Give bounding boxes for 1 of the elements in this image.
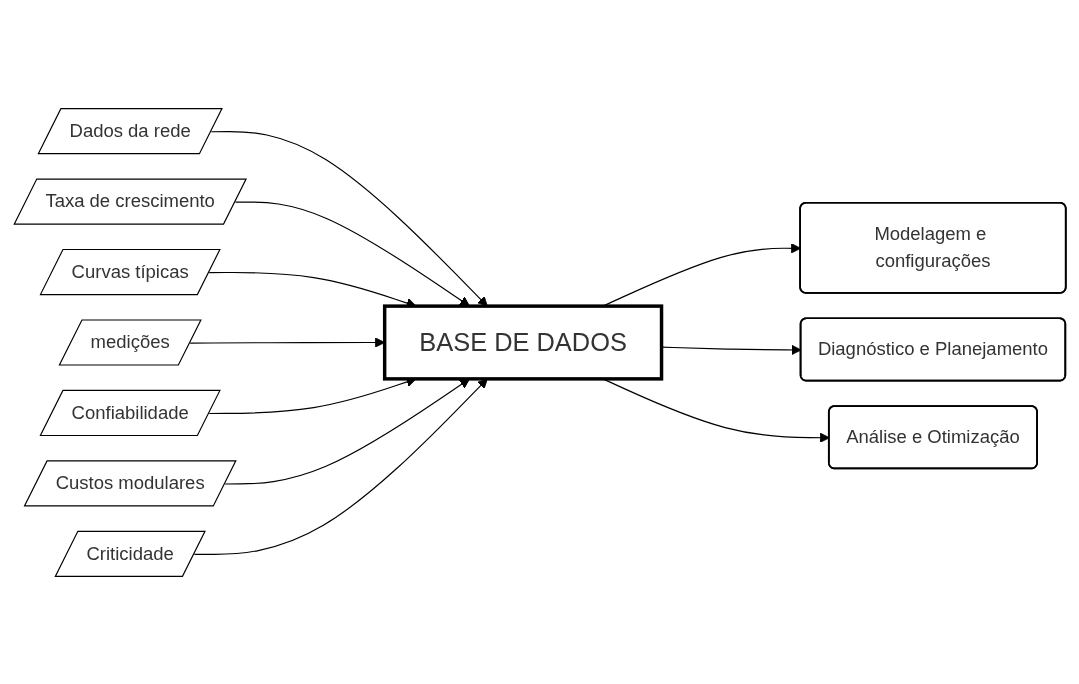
node-box: BASE DE DADOS [382, 303, 663, 381]
